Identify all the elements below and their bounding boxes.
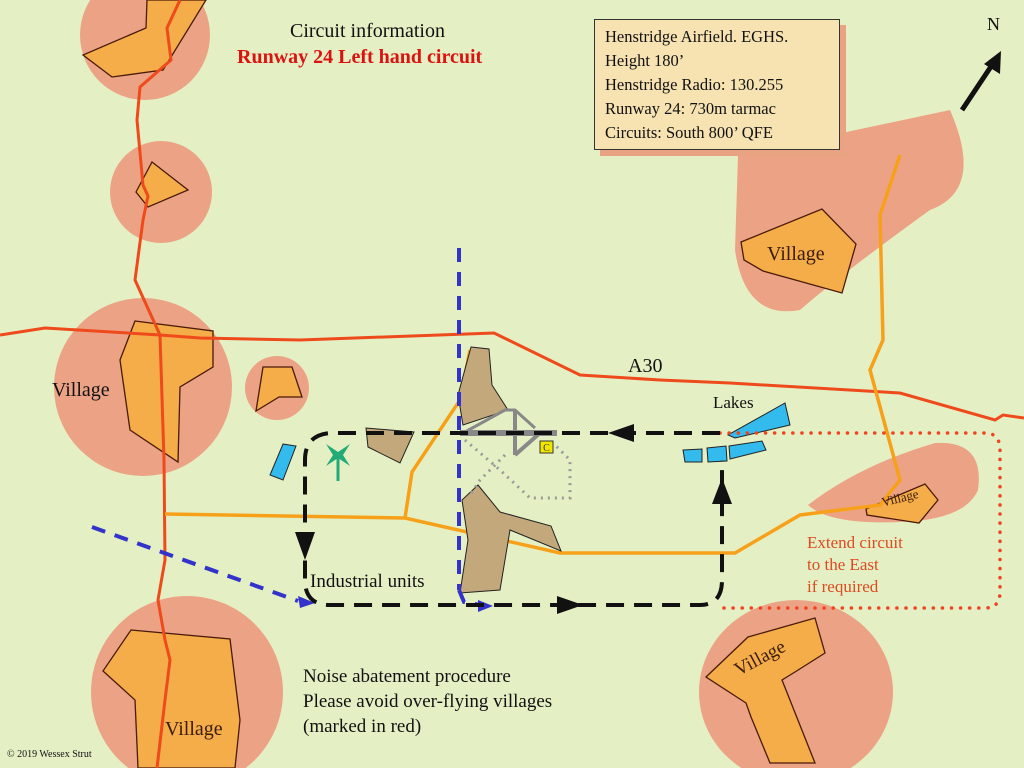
extend-note-line: to the East <box>807 555 879 574</box>
lake-4 <box>728 440 767 460</box>
north-label: N <box>987 14 1000 34</box>
copyright-notice: © 2019 Wessex Strut <box>7 749 92 760</box>
lake-west <box>269 443 297 481</box>
lake-1 <box>726 402 791 439</box>
circuit-direction-arrow-icon <box>295 532 315 560</box>
grass-runways <box>464 438 572 500</box>
circuit-direction-arrow-icon <box>557 596 583 614</box>
noise-note-line: (marked in red) <box>303 716 422 737</box>
village-label-north-east: Village <box>767 243 825 265</box>
map-subtitle: Runway 24 Left hand circuit <box>237 46 483 68</box>
circuit-pattern <box>303 431 724 607</box>
village-north-east <box>740 208 857 294</box>
windsock-icon <box>326 444 350 481</box>
lake-3 <box>706 445 728 463</box>
approach-south-west <box>91 525 299 603</box>
info-line: Henstridge Airfield. EGHS. <box>605 27 789 46</box>
village-south-west <box>102 629 241 768</box>
approach-paths <box>91 248 481 607</box>
extend-note-line: if required <box>807 577 879 596</box>
extend-note-line: Extend circuit <box>807 533 903 552</box>
noise-note-line: Please avoid over-flying villages <box>303 691 553 712</box>
taxiway-diagonal <box>513 431 542 457</box>
road-a30 <box>0 326 1024 422</box>
buildings <box>365 346 562 594</box>
village-east <box>865 483 939 524</box>
clubhouse-marker <box>539 440 554 454</box>
lake-2 <box>682 448 703 463</box>
village-label-south-west: Village <box>165 718 223 740</box>
road-label-a30: A30 <box>628 355 663 377</box>
map-title: Circuit information <box>290 20 445 42</box>
taxiway-north <box>464 408 537 434</box>
lakes-label: Lakes <box>713 393 754 412</box>
lakes <box>269 402 791 481</box>
industrial-units <box>459 484 562 594</box>
info-line: Runway 24: 730m tarmac <box>605 99 776 118</box>
village-label-west: Village <box>52 379 110 401</box>
road-north-south <box>133 0 182 768</box>
village-north-1 <box>81 0 207 78</box>
industrial-units-label: Industrial units <box>310 571 425 592</box>
airfield-info-box: Henstridge Airfield. EGHS. Height 180’ H… <box>594 19 840 150</box>
village-south-east <box>704 617 826 764</box>
noise-abatement-note: Noise abatement procedure Please avoid o… <box>303 664 552 739</box>
approach-arrow-sw-icon <box>298 596 315 608</box>
info-line: Circuits: South 800’ QFE <box>605 123 773 142</box>
building-west <box>365 427 415 464</box>
villages <box>81 0 939 768</box>
extend-circuit-note: Extend circuit to the East if required <box>807 532 903 598</box>
village-small <box>255 366 303 413</box>
approach-hook <box>457 589 481 607</box>
noise-note-line: Noise abatement procedure <box>303 666 511 687</box>
circuit-direction-arrow-icon <box>608 424 634 442</box>
circuit-direction-arrow-icon <box>712 478 732 504</box>
north-arrow-icon <box>959 51 1001 112</box>
circuit-arrows <box>295 424 732 614</box>
info-line: Henstridge Radio: 130.255 <box>605 75 784 94</box>
clubhouse-letter: C <box>543 443 550 454</box>
info-line: Height 180’ <box>605 51 685 70</box>
